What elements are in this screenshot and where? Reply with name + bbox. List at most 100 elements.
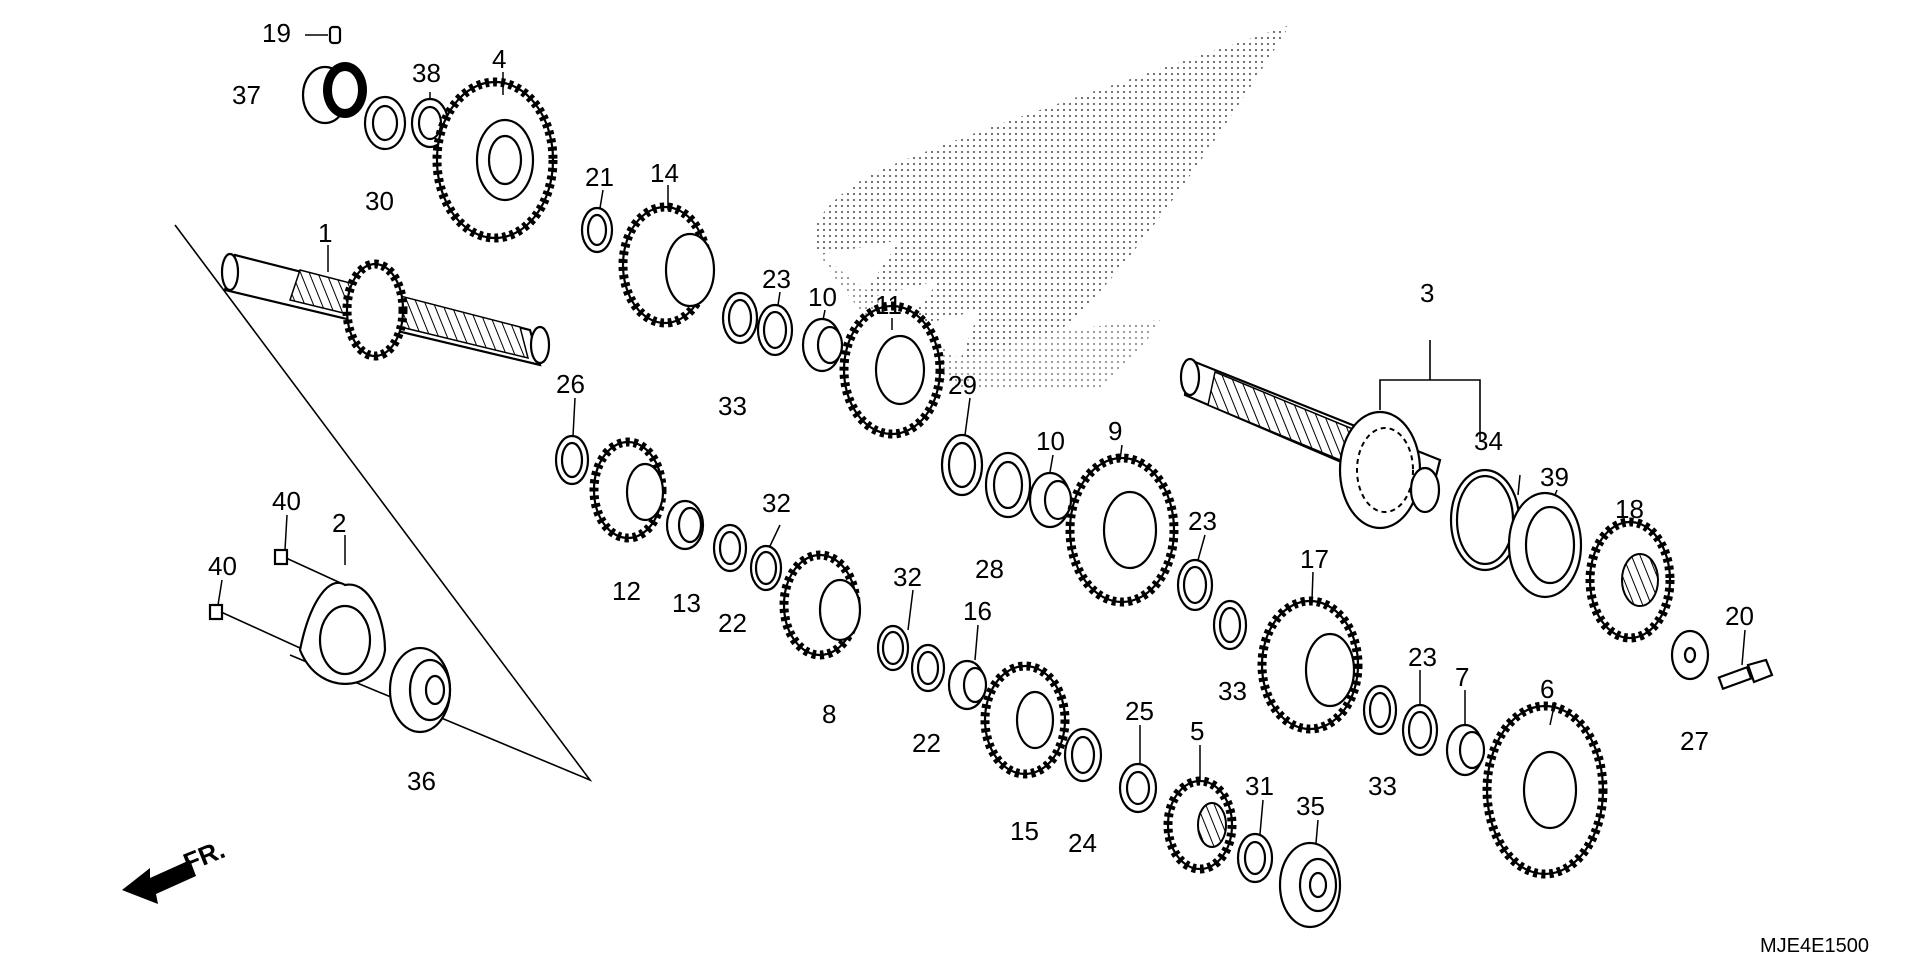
part-33-circlip-b (1212, 599, 1248, 651)
callout-32: 32 (893, 562, 922, 592)
callout-40: 40 (208, 551, 237, 581)
callout-33: 33 (1368, 771, 1397, 801)
callout-26: 26 (556, 369, 585, 399)
part-4-gear (432, 77, 558, 243)
callout-8: 8 (822, 699, 836, 729)
callout-40: 40 (272, 486, 301, 516)
part-16-bushing (947, 659, 988, 711)
part-28-washer (984, 451, 1032, 519)
callout-33: 33 (718, 391, 747, 421)
callout-14: 14 (650, 158, 679, 188)
part-23-washer-b (1176, 558, 1214, 612)
callout-13: 13 (672, 588, 701, 618)
part-10-bushing-a (801, 317, 844, 373)
callout-22: 22 (718, 608, 747, 638)
part-33-circlip-c (1362, 684, 1398, 736)
front-direction-arrow-icon (122, 860, 196, 904)
part-40-bolt-a (273, 548, 346, 586)
part-1-mainshaft (220, 252, 551, 367)
part-39-seal (1507, 491, 1583, 599)
part-5-gear (1163, 776, 1237, 874)
callout-10: 10 (1036, 426, 1065, 456)
callout-23: 23 (1188, 506, 1217, 536)
callout-33: 33 (1218, 676, 1247, 706)
callout-4: 4 (492, 44, 506, 74)
callout-38: 38 (412, 58, 441, 88)
callout-19: 19 (262, 18, 291, 48)
callout-12: 12 (612, 576, 641, 606)
part-23-washer-c (1401, 703, 1439, 757)
callout-30: 30 (365, 186, 394, 216)
part-20-bolt (1717, 658, 1774, 691)
callout-17: 17 (1300, 544, 1329, 574)
part-35-bearing (1278, 841, 1342, 929)
part-32-circlip-b (876, 624, 910, 672)
part-36-bearing (388, 646, 452, 734)
callout-22: 22 (912, 728, 941, 758)
part-24-washer (1063, 727, 1103, 783)
callout-34: 34 (1474, 426, 1503, 456)
leader-lines (217, 72, 1746, 844)
wing-logo-watermark (813, 25, 1290, 390)
callout-27: 27 (1680, 726, 1709, 756)
callout-36: 36 (407, 766, 436, 796)
callout-35: 35 (1296, 791, 1325, 821)
part-14-gear (618, 202, 716, 328)
callout-9: 9 (1108, 416, 1122, 446)
part-30-washer (363, 95, 407, 151)
diagram-code: MJE4E1500 (1760, 935, 1869, 957)
part-25-washer (1118, 762, 1158, 814)
part-12-gear (589, 437, 667, 543)
callout-39: 39 (1540, 462, 1569, 492)
part-33-circlip-a (721, 291, 759, 345)
part-29-circlip (940, 433, 984, 497)
part-40-bolt-b (208, 603, 301, 649)
callout-21: 21 (585, 162, 614, 192)
part-3-countershaft (1179, 357, 1442, 530)
callout-31: 31 (1245, 771, 1274, 801)
part-2-bearing-holder (298, 581, 387, 685)
callout-37: 37 (232, 80, 261, 110)
callout-5: 5 (1190, 716, 1204, 746)
callout-18: 18 (1615, 494, 1644, 524)
callout-25: 25 (1125, 696, 1154, 726)
part-8-gear (779, 550, 862, 660)
callout-2: 2 (332, 508, 346, 538)
callout-28: 28 (975, 554, 1004, 584)
callout-6: 6 (1540, 674, 1554, 704)
callout-15: 15 (1010, 816, 1039, 846)
part-17-gear (1257, 596, 1363, 734)
callout-10: 10 (808, 282, 837, 312)
callout-23: 23 (762, 264, 791, 294)
part-10-bushing-b (1028, 471, 1073, 529)
callout-24: 24 (1068, 828, 1097, 858)
callout-23: 23 (1408, 642, 1437, 672)
part-19-pin (305, 25, 342, 45)
part-7-bushing (1445, 723, 1486, 777)
callout-32: 32 (762, 488, 791, 518)
part-6-gear (1482, 701, 1608, 879)
callout-20: 20 (1725, 601, 1754, 631)
part-22-washer-b (910, 643, 946, 693)
part-22-washer-a (712, 523, 748, 573)
callout-7: 7 (1455, 662, 1469, 692)
part-27-washer (1670, 629, 1710, 681)
callout-29: 29 (948, 370, 977, 400)
part-21-washer (580, 206, 614, 254)
callout-16: 16 (963, 596, 992, 626)
part-26-washer (554, 434, 590, 486)
part-31-washer (1236, 832, 1274, 884)
part-11-gear (839, 301, 945, 439)
part-37-bearing (301, 62, 367, 125)
callout-11: 11 (875, 290, 902, 320)
part-32-circlip-a (749, 544, 783, 592)
callout-3: 3 (1420, 278, 1434, 308)
part-23-washer-a (756, 303, 794, 357)
callout-1: 1 (318, 218, 332, 248)
part-15-gear (980, 661, 1070, 779)
part-9-gear (1065, 453, 1179, 607)
part-18-sprocket (1585, 517, 1675, 643)
part-13-bushing (665, 499, 705, 551)
